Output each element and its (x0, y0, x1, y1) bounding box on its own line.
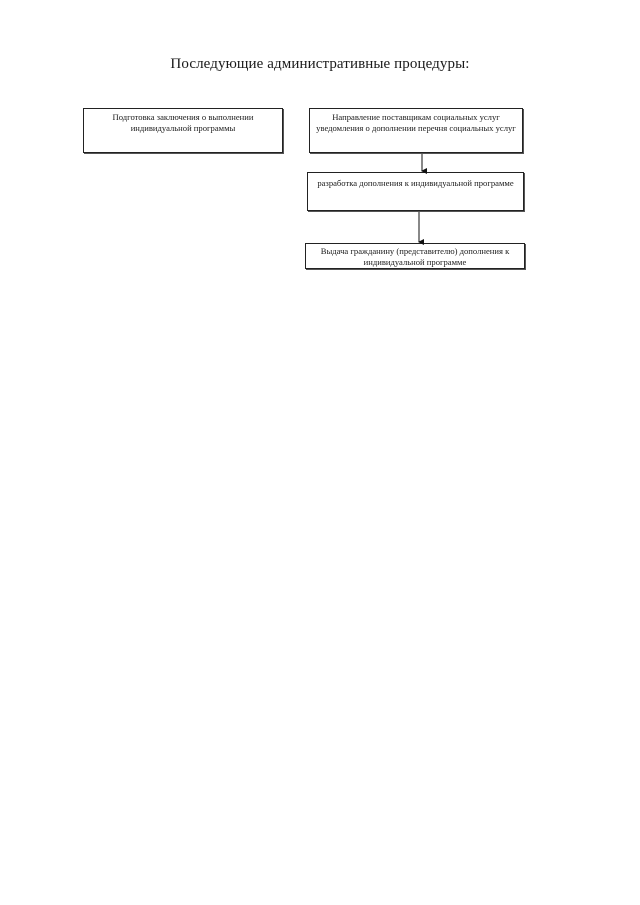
step-develop-addendum: разработка дополнения к индивидуальной п… (307, 172, 524, 211)
step-issue-addendum: Выдача гражданину (представителю) дополн… (305, 243, 525, 269)
step-prepare-conclusion: Подготовка заключения о выполнении индив… (83, 108, 283, 153)
step-notify-providers: Направление поставщикам социальных услуг… (309, 108, 523, 153)
page-title: Последующие административные процедуры: (170, 56, 470, 72)
